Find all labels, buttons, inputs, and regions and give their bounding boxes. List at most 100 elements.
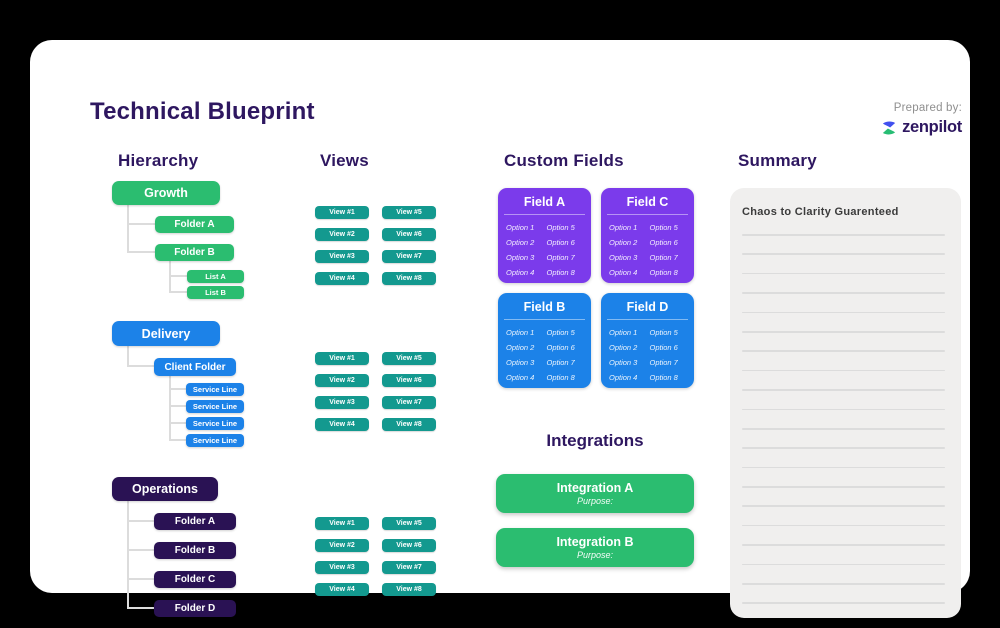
summary-line	[742, 602, 945, 605]
field-name: Field C	[607, 195, 688, 215]
hierarchy-node-service-line: Service Line	[186, 417, 244, 430]
hierarchy-node-service-line: Service Line	[186, 383, 244, 396]
field-name: Field D	[607, 300, 688, 320]
view-chip: View #2	[315, 374, 369, 387]
connector-line	[127, 520, 154, 522]
summary-line	[742, 369, 945, 372]
blueprint-card: Technical Blueprint Prepared by: zenpilo…	[30, 40, 970, 618]
connector-line	[169, 439, 186, 441]
brand-logo: zenpilot	[880, 118, 962, 137]
integrations-heading: Integrations	[546, 431, 644, 450]
connector-line	[127, 204, 129, 253]
field-option: Option 7	[649, 358, 678, 367]
connector-line	[127, 549, 154, 551]
view-chip: View #4	[315, 583, 369, 596]
summary-line	[742, 486, 945, 488]
hierarchy-node-folder: Folder A	[154, 513, 236, 530]
prepared-by-label: Prepared by:	[893, 102, 962, 114]
field-option: Option 1	[506, 223, 535, 232]
hierarchy-node-growth: Growth	[112, 181, 220, 205]
view-chip: View #1	[315, 517, 369, 530]
view-chip: View #7	[382, 396, 436, 409]
integration-name: Integration A	[556, 481, 634, 495]
view-chip: View #6	[382, 374, 436, 387]
field-option: Option 6	[546, 343, 575, 352]
field-option: Option 8	[546, 268, 575, 277]
hierarchy-node-folder: Folder C	[154, 571, 236, 588]
view-chip: View #2	[315, 539, 369, 552]
view-chip: View #7	[382, 250, 436, 263]
connector-line	[169, 275, 187, 277]
field-option: Option 7	[546, 358, 575, 367]
view-chip: View #3	[315, 396, 369, 409]
field-option: Option 8	[649, 373, 678, 382]
hierarchy-node-delivery: Delivery	[112, 321, 220, 346]
field-option: Option 8	[546, 373, 575, 382]
connector-line	[169, 291, 187, 293]
summary-card	[730, 188, 961, 618]
view-chip: View #1	[315, 206, 369, 219]
view-chip: View #5	[382, 352, 436, 365]
field-option: Option 4	[506, 373, 535, 382]
field-option: Option 3	[609, 358, 638, 367]
connector-line	[169, 405, 186, 407]
view-chip: View #4	[315, 418, 369, 431]
summary-line	[742, 253, 945, 255]
field-options: Option 1 Option 2 Option 3 Option 4 Option 5…	[498, 320, 591, 382]
hierarchy-node-list: List A	[187, 270, 244, 283]
hierarchy-node-service-line: Service Line	[186, 400, 244, 413]
connector-line	[127, 500, 129, 608]
view-chip: View #7	[382, 561, 436, 574]
field-option: Option 4	[506, 268, 535, 277]
hierarchy-node-folder: Folder A	[155, 216, 234, 233]
view-chip: View #8	[382, 272, 436, 285]
connector-line	[169, 422, 186, 424]
hierarchy-node-service-line: Service Line	[186, 434, 244, 447]
views-heading: Views	[320, 151, 369, 170]
field-option: Option 5	[546, 328, 575, 337]
summary-line	[742, 292, 945, 294]
integration-card-b: Integration B Purpose:	[496, 528, 694, 567]
field-option: Option 3	[506, 358, 535, 367]
field-name: Field A	[504, 195, 585, 215]
view-chip: View #5	[382, 206, 436, 219]
hierarchy-node-client-folder: Client Folder	[154, 358, 236, 376]
connector-line	[127, 223, 155, 225]
field-option: Option 6	[546, 238, 575, 247]
custom-fields-heading: Custom Fields	[504, 151, 624, 170]
field-option: Option 2	[506, 343, 535, 352]
field-option: Option 1	[609, 223, 638, 232]
field-option: Option 2	[609, 238, 638, 247]
connector-line	[127, 607, 154, 609]
view-chip: View #8	[382, 583, 436, 596]
field-option: Option 2	[506, 238, 535, 247]
hierarchy-node-folder: Folder B	[155, 244, 234, 261]
summary-line	[742, 350, 945, 352]
field-option: Option 7	[546, 253, 575, 262]
connector-line	[127, 251, 155, 253]
field-option: Option 8	[649, 268, 678, 277]
view-chip: View #5	[382, 517, 436, 530]
integration-name: Integration B	[556, 535, 634, 549]
field-option: Option 6	[649, 343, 678, 352]
views-group-2: View #1 View #2 View #3 View #4 View #5 View …	[315, 352, 436, 431]
summary-line	[742, 389, 945, 391]
hierarchy-node-list: List B	[187, 286, 244, 299]
summary-line	[742, 408, 945, 411]
summary-line	[742, 466, 945, 469]
view-chip: View #8	[382, 418, 436, 431]
field-option: Option 5	[649, 223, 678, 232]
field-option: Option 4	[609, 373, 638, 382]
view-chip: View #6	[382, 539, 436, 552]
summary-line	[742, 272, 945, 275]
prepared-by-block: Prepared by: zenpilot	[842, 102, 962, 137]
view-chip: View #1	[315, 352, 369, 365]
page-title: Technical Blueprint	[90, 98, 315, 125]
field-option: Option 1	[506, 328, 535, 337]
hierarchy-node-operations: Operations	[112, 477, 218, 501]
